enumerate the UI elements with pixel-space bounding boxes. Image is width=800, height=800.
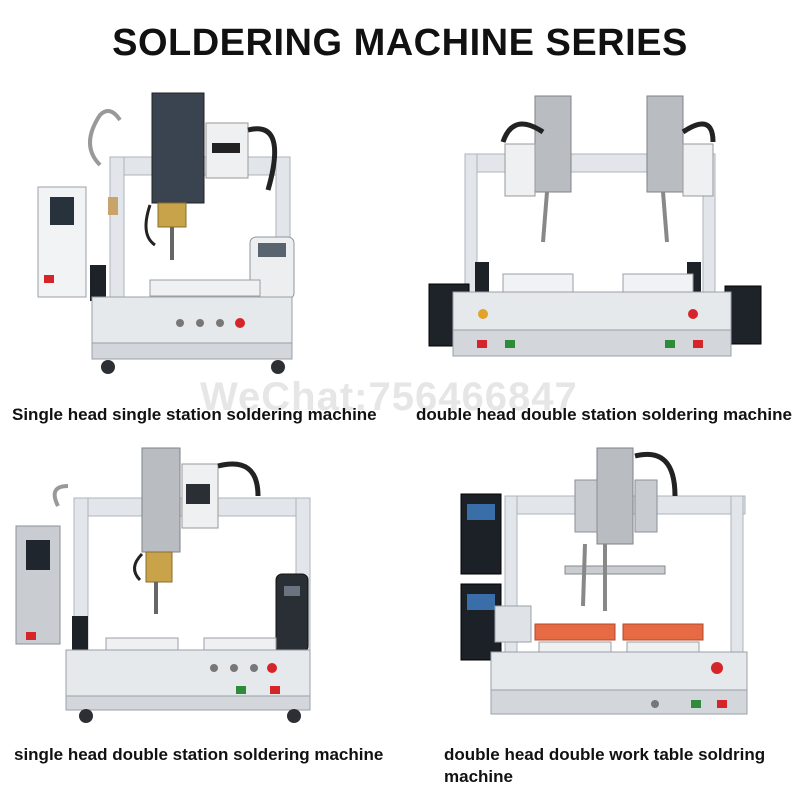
machine-single-head-single-station (30, 85, 310, 375)
watermark-text: WeChat:756466847 (200, 375, 578, 419)
machine-photo-4 (460, 447, 748, 715)
caption-machine-1: Single head single station soldering mac… (12, 405, 377, 424)
machine-photo-1 (37, 92, 295, 374)
caption-machine-2: double head double station soldering mac… (416, 405, 792, 424)
machine-double-head-double-work-table (455, 446, 755, 721)
machine-single-head-double-station (14, 446, 314, 726)
page-title: SOLDERING MACHINE SERIES (112, 22, 688, 64)
machine-photo-3 (15, 447, 311, 723)
machine-photo-2 (428, 95, 762, 357)
caption-machine-4: double head double work table soldring m… (444, 745, 766, 786)
caption-machine-3: single head double station soldering mac… (14, 745, 384, 764)
machine-double-head-double-station (425, 92, 765, 372)
